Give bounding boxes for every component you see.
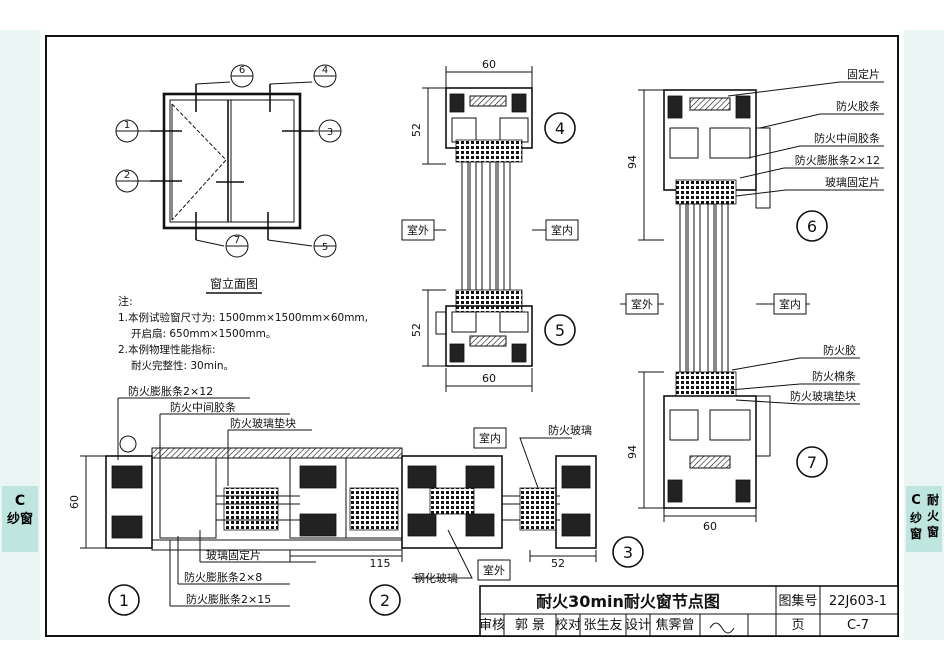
elev-marker-6: 6 xyxy=(239,65,245,76)
elev-marker-3: 3 xyxy=(327,127,333,138)
title-block-title: 耐火30min耐火窗节点图 xyxy=(536,592,720,611)
d45-lower-height: 52 xyxy=(410,323,423,337)
d67-callout-5: 玻璃固定片 xyxy=(825,175,880,189)
right-index-strip: C 纱 窗 耐 火 窗 xyxy=(904,30,944,640)
d45-top-dim: 60 xyxy=(482,58,496,71)
note-line-3: 2.本例物理性能指标: xyxy=(118,343,216,356)
sheet-border xyxy=(45,35,899,637)
left-tab-c: C xyxy=(15,493,25,509)
right-tab-main-1: 耐 xyxy=(927,492,939,507)
check-label: 校对 xyxy=(555,617,581,633)
h-dim-52: 52 xyxy=(551,557,565,570)
note-line-2: 开启扇: 650mm×1500mm。 xyxy=(131,327,276,340)
h-marker-1: 1 xyxy=(119,591,129,610)
note-line-1: 1.本例试验窗尺寸为: 1500mm×1500mm×60mm, xyxy=(118,311,368,324)
elevation-view: 6 4 1 2 3 7 5 窗立面图 xyxy=(115,64,342,294)
elevation-title: 窗立面图 xyxy=(210,276,258,291)
left-tab-label: 纱窗 xyxy=(7,511,33,527)
h-glass: 防火玻璃 xyxy=(548,423,592,437)
h-callout-bottom-1: 玻璃固定片 xyxy=(206,548,261,562)
h-marker-2: 2 xyxy=(380,591,390,610)
check-name: 张生友 xyxy=(583,617,622,633)
detail-4-5-section: 60 60 52 52 xyxy=(401,58,579,392)
title-block: 耐火30min耐火窗节点图 图集号 22J603-1 审核 郭 景 校对 张生友… xyxy=(479,585,899,637)
d67-callout-4: 防火膨胀条2×12 xyxy=(795,153,880,167)
elev-marker-7: 7 xyxy=(234,235,240,246)
h-left-height: 60 xyxy=(68,495,81,509)
d67-marker-7: 7 xyxy=(807,453,817,472)
h-marker-3: 3 xyxy=(623,543,633,562)
signature-mark xyxy=(709,622,735,634)
d45-bottom-dim: 60 xyxy=(482,372,496,385)
d45-marker-4: 4 xyxy=(555,119,565,138)
d67-callout-3: 防火中间胶条 xyxy=(814,131,880,145)
notes-block: 注: 1.本例试验窗尺寸为: 1500mm×1500mm×60mm, 开启扇: … xyxy=(118,294,368,372)
d67-outside: 室外 xyxy=(631,297,653,311)
h-inside: 室内 xyxy=(479,431,501,445)
note-line-4: 耐火完整性: 30min。 xyxy=(131,359,234,372)
detail-horizontal-section: 60 115 xyxy=(68,384,644,616)
right-tab-main-3: 窗 xyxy=(927,524,939,539)
h-callout-top-3: 防火玻璃垫块 xyxy=(230,416,296,430)
page-value: C-7 xyxy=(847,618,869,633)
d67-callout-6: 防火胶 xyxy=(823,343,856,357)
review-label: 审核 xyxy=(479,618,505,633)
d45-marker-5: 5 xyxy=(555,321,565,340)
d67-callout-1: 固定片 xyxy=(847,67,880,81)
d67-upper-height: 94 xyxy=(626,155,639,169)
h-callout-bottom-3: 防火膨胀条2×15 xyxy=(186,592,271,606)
d45-outside: 室外 xyxy=(407,223,429,237)
h-outside: 室外 xyxy=(483,563,505,577)
h-callout-top-2: 防火中间胶条 xyxy=(170,400,236,414)
h-tempered: 钢化玻璃 xyxy=(414,571,458,585)
right-tab-code-2: 纱 xyxy=(910,511,922,525)
d67-callout-8: 防火玻璃垫块 xyxy=(790,389,856,403)
design-label: 设计 xyxy=(625,618,651,633)
notes-heading: 注: xyxy=(118,294,133,308)
atlas-value: 22J603-1 xyxy=(829,594,887,609)
d45-inside: 室内 xyxy=(551,223,573,237)
atlas-label: 图集号 xyxy=(778,593,817,609)
h-callout-top-1: 防火膨胀条2×12 xyxy=(128,384,213,398)
d67-bottom-dim: 60 xyxy=(703,520,717,533)
d45-upper-height: 52 xyxy=(410,123,423,137)
right-tab-main-2: 火 xyxy=(927,509,940,523)
page-label: 页 xyxy=(791,618,804,633)
h-callout-bottom-2: 防火膨胀条2×8 xyxy=(184,570,262,584)
d67-marker-6: 6 xyxy=(807,217,817,236)
right-tab-code-1: C xyxy=(911,493,921,508)
d67-lower-height: 94 xyxy=(626,445,639,459)
elev-marker-2: 2 xyxy=(124,170,130,181)
d67-callout-7: 防火棉条 xyxy=(812,369,856,383)
d67-inside: 室内 xyxy=(779,297,801,311)
design-name: 焦霁曾 xyxy=(655,618,694,633)
h-dim-115: 115 xyxy=(370,557,391,570)
left-index-strip: C 纱窗 xyxy=(0,30,40,640)
detail-6-7-section: 94 94 60 室外 xyxy=(620,67,884,533)
elev-marker-1: 1 xyxy=(124,120,130,131)
right-tab-code-3: 窗 xyxy=(910,526,922,541)
elev-marker-5: 5 xyxy=(322,242,328,253)
elev-marker-4: 4 xyxy=(322,65,328,76)
d67-callout-2: 防火胶条 xyxy=(836,99,880,113)
review-name: 郭 景 xyxy=(515,617,545,633)
